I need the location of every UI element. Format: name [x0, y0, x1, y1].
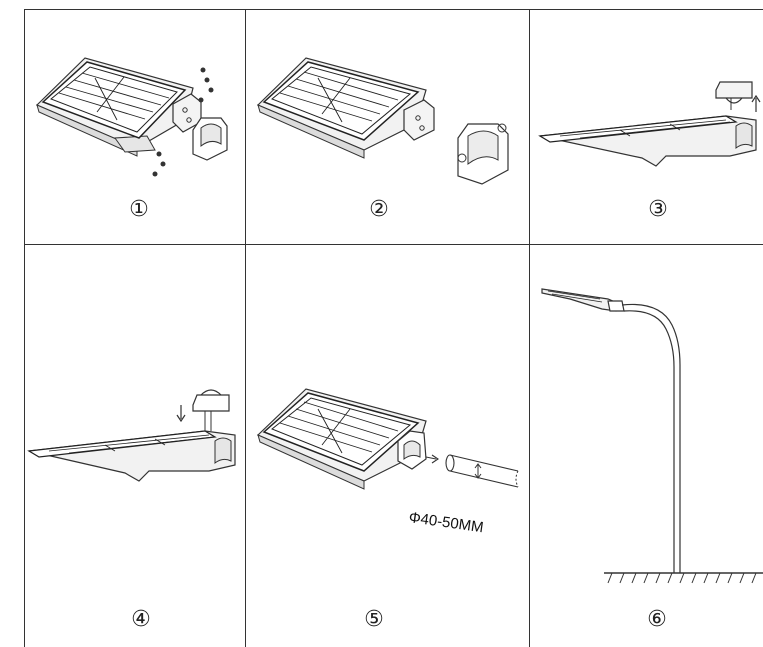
step-number-3: ③: [648, 197, 668, 222]
step-2-panel: ②: [246, 10, 529, 244]
step-4-panel: ④: [25, 245, 245, 647]
grid-divider-vertical-2: [529, 9, 530, 647]
step-5-panel: Φ40-50MM ⑤: [246, 245, 529, 647]
step-3-illustration: [538, 81, 761, 167]
step-number-5: ⑤: [364, 607, 384, 632]
step-6-panel: ⑥: [530, 245, 763, 647]
step-5-illustration: [256, 388, 519, 490]
step-number-1: ①: [129, 197, 149, 222]
step-1-illustration: [35, 57, 228, 177]
step-2-illustration: [256, 57, 509, 185]
grid-left-border: [24, 9, 25, 647]
grid-divider-horizontal: [24, 244, 763, 245]
step-number-6: ⑥: [647, 607, 667, 632]
step-6-illustration: [541, 288, 763, 584]
step-1-panel: ①: [25, 10, 245, 244]
step-number-4: ④: [131, 607, 151, 632]
step-number-2: ②: [369, 197, 389, 222]
grid-top-border: [24, 9, 763, 10]
grid-divider-vertical-1: [245, 9, 246, 647]
step-4-illustration: [27, 389, 236, 482]
step-3-panel: ③: [530, 10, 763, 244]
